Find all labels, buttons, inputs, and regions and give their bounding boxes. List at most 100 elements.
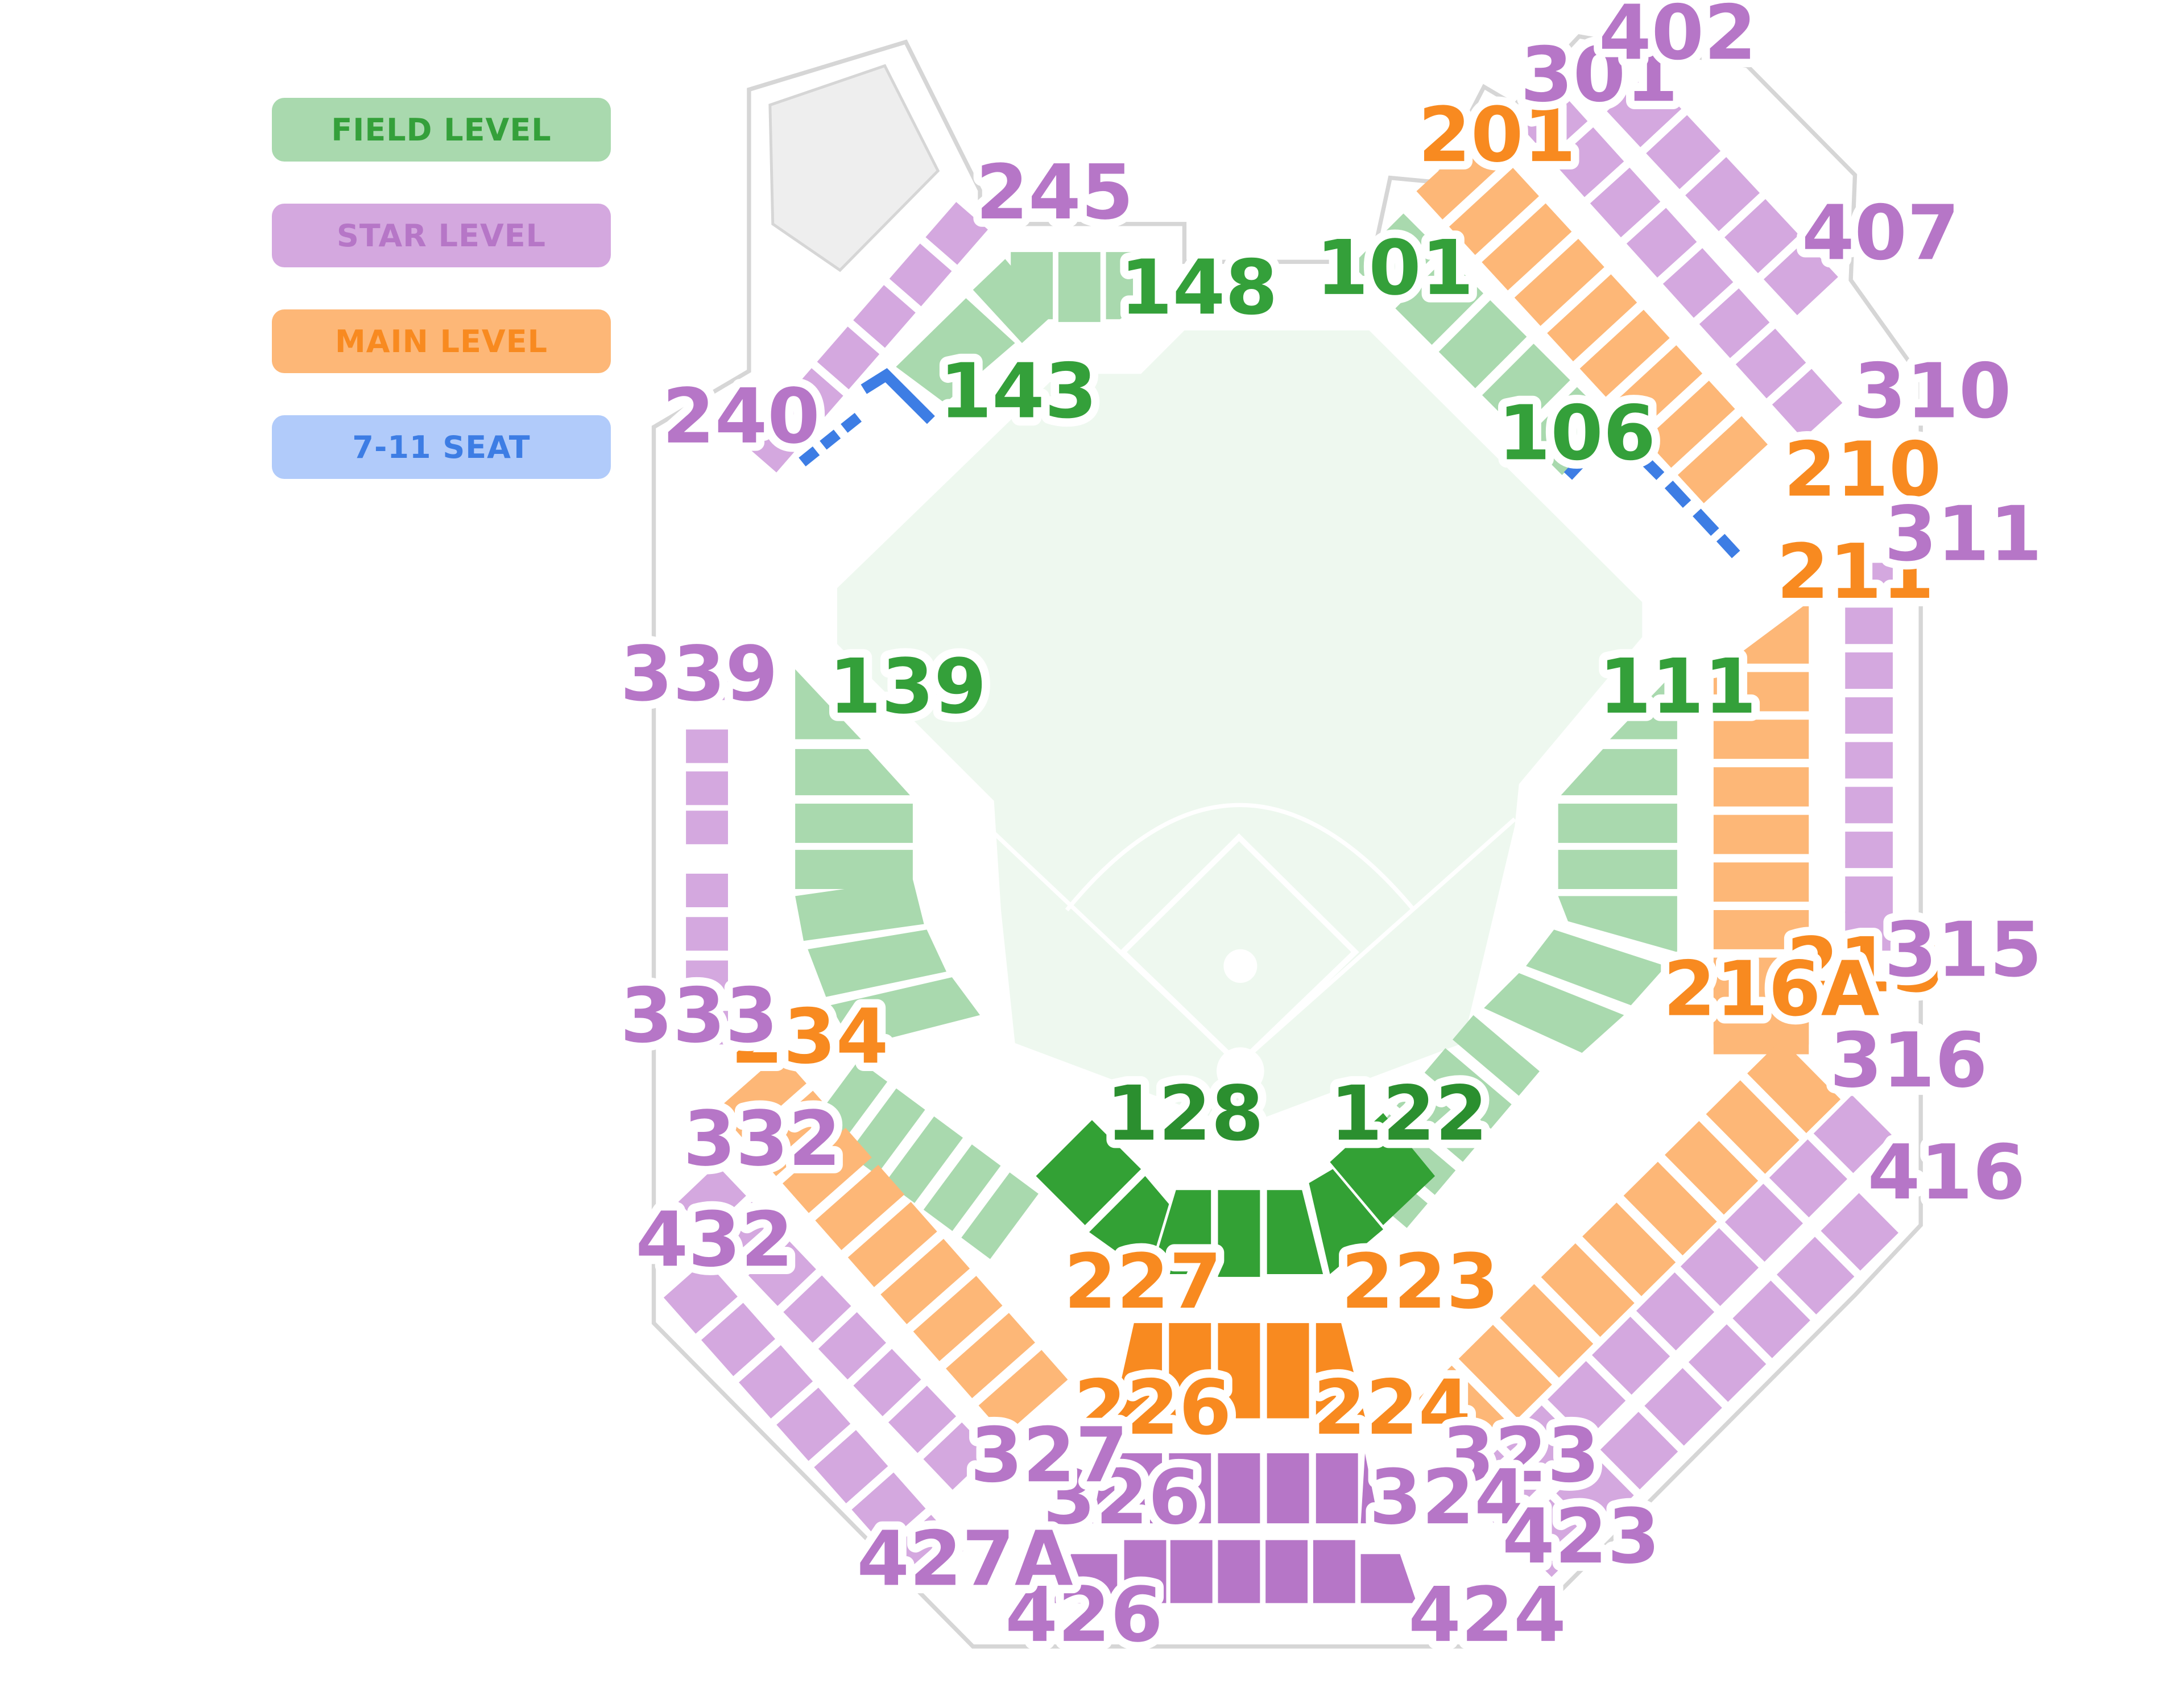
star-section-316-323[interactable]: [1459, 1449, 1537, 1528]
star-section-316-323[interactable]: [1548, 1361, 1626, 1440]
star-section-324-326-0[interactable]: [1120, 1453, 1163, 1524]
main-section-214[interactable]: [1713, 767, 1809, 807]
section-label-332[interactable]: 332: [675, 1087, 849, 1192]
section-label-326[interactable]: 326: [1035, 1445, 1209, 1550]
section-label-315[interactable]: 315: [1876, 898, 2050, 1003]
main-section-216-223[interactable]: [1623, 1161, 1717, 1256]
section-label-128[interactable]: 128: [1098, 1062, 1272, 1167]
star-section-327-332[interactable]: [678, 1165, 746, 1233]
star-section-316-323[interactable]: [1769, 1139, 1847, 1218]
main-section-227-234[interactable]: [946, 1313, 1035, 1399]
field-section-124[interactable]: [1267, 1190, 1323, 1274]
seven-eleven-seat-left-1[interactable]: [799, 446, 820, 466]
star-section-301-310[interactable]: [1517, 87, 1588, 157]
field-section-130-132[interactable]: [886, 1116, 963, 1203]
main-section-227-234[interactable]: [913, 1276, 1003, 1362]
star-section-427-432[interactable]: [776, 1387, 851, 1461]
field-section-133[interactable]: [830, 977, 981, 1048]
star-section-317[interactable]: [1845, 832, 1893, 869]
star-section-316-323[interactable]: [1813, 1095, 1892, 1173]
main-section-201-210[interactable]: [1677, 416, 1768, 503]
section-label-211[interactable]: 211: [1768, 520, 1943, 625]
main-section-201-210[interactable]: [1645, 381, 1735, 468]
section-label-234[interactable]: 234: [722, 985, 897, 1090]
star-section-316-323[interactable]: [1503, 1405, 1582, 1483]
field-section-112[interactable]: [1561, 749, 1677, 796]
field-section-130-132[interactable]: [961, 1172, 1039, 1259]
star-section-416-423[interactable]: [1732, 1280, 1810, 1358]
star-section-327-332[interactable]: [748, 1238, 816, 1307]
star-section-324-326-4[interactable]: [1316, 1453, 1358, 1524]
seven-eleven-seat-right-2[interactable]: [1664, 480, 1691, 508]
field-section-116[interactable]: [1526, 929, 1666, 1006]
star-section-333[interactable]: [686, 960, 728, 994]
star-section-425-3[interactable]: [1265, 1540, 1308, 1603]
star-section-425-4[interactable]: [1313, 1540, 1355, 1603]
section-label-148[interactable]: 148: [1111, 236, 1286, 341]
field-section-118-121[interactable]: [1396, 1081, 1484, 1162]
legend-star-level[interactable]: STAR LEVEL: [272, 204, 611, 267]
section-label-122[interactable]: 122: [1322, 1062, 1496, 1167]
field-section-128[interactable]: [1036, 1120, 1141, 1225]
star-section-335[interactable]: [686, 873, 728, 908]
star-section-402-407[interactable]: [1724, 199, 1799, 274]
section-label-402[interactable]: 402: [1590, 0, 1765, 85]
section-label-407[interactable]: 407: [1793, 181, 1968, 286]
star-section-326-edge[interactable]: [1091, 1453, 1115, 1524]
star-section-301-310[interactable]: [1626, 208, 1697, 278]
field-section-137[interactable]: [795, 803, 913, 843]
star-section-240-245[interactable]: [889, 243, 952, 307]
field-section-115[interactable]: [1558, 896, 1677, 952]
star-section-402-407[interactable]: [1764, 241, 1838, 316]
field-section-122[interactable]: [1330, 1113, 1436, 1225]
field-section-146[interactable]: [1058, 252, 1101, 323]
field-section-127[interactable]: [1089, 1176, 1169, 1274]
main-section-225[interactable]: [1218, 1323, 1260, 1419]
section-label-323[interactable]: 323: [1434, 1403, 1608, 1508]
star-section-427-432[interactable]: [739, 1345, 813, 1419]
star-section-427-432[interactable]: [851, 1472, 926, 1546]
star-section-427-432[interactable]: [814, 1430, 888, 1503]
star-section-301-310[interactable]: [1772, 369, 1843, 439]
star-section-324-326-1[interactable]: [1169, 1453, 1211, 1524]
star-section-240-245[interactable]: [853, 285, 916, 348]
field-section-101-106[interactable]: [1525, 387, 1614, 476]
star-section-327-332[interactable]: [713, 1202, 781, 1270]
star-section-318[interactable]: [1845, 876, 1893, 913]
star-section-327-332[interactable]: [923, 1422, 991, 1490]
star-section-338[interactable]: [686, 729, 728, 763]
main-section-224[interactable]: [1316, 1323, 1365, 1417]
star-section-327-332[interactable]: [783, 1275, 851, 1343]
star-section-427-432[interactable]: [701, 1303, 775, 1376]
star-section-324-326-2[interactable]: [1218, 1453, 1260, 1524]
star-section-416-423[interactable]: [1644, 1368, 1722, 1446]
seven-eleven-seat-left-2[interactable]: [820, 429, 841, 450]
star-section-416-423[interactable]: [1512, 1499, 1590, 1577]
main-section-217[interactable]: [1713, 910, 1809, 949]
main-section-201-210[interactable]: [1482, 203, 1572, 291]
star-section-316-323[interactable]: [1636, 1272, 1715, 1351]
star-section-339[interactable]: [686, 666, 728, 700]
main-section-212[interactable]: [1713, 672, 1809, 712]
star-section-332[interactable]: [686, 1011, 728, 1045]
main-section-216-223[interactable]: [1500, 1284, 1594, 1378]
star-section-301-310[interactable]: [1735, 328, 1806, 399]
field-section-101-106[interactable]: [1438, 300, 1527, 388]
star-section-337[interactable]: [686, 771, 728, 805]
star-section-425-1[interactable]: [1170, 1540, 1213, 1603]
section-label-240[interactable]: 240: [654, 365, 829, 469]
star-section-336[interactable]: [686, 811, 728, 845]
main-section-227-234[interactable]: [880, 1239, 970, 1324]
section-label-245[interactable]: 245: [967, 140, 1142, 245]
field-section-145[interactable]: [1011, 252, 1053, 320]
section-label-423[interactable]: 423: [1494, 1485, 1668, 1589]
section-label-216A[interactable]: 216A: [1654, 937, 1888, 1042]
star-section-315[interactable]: [1845, 742, 1893, 779]
section-label-432[interactable]: 432: [627, 1188, 802, 1292]
main-section-227-234[interactable]: [847, 1201, 937, 1287]
main-section-226[interactable]: [1112, 1323, 1163, 1417]
star-section-416-423[interactable]: [1821, 1193, 1898, 1271]
star-section-416-423[interactable]: [1556, 1456, 1634, 1533]
seven-eleven-seat-right-1[interactable]: [1636, 452, 1665, 480]
main-section-201-210[interactable]: [1612, 345, 1703, 433]
